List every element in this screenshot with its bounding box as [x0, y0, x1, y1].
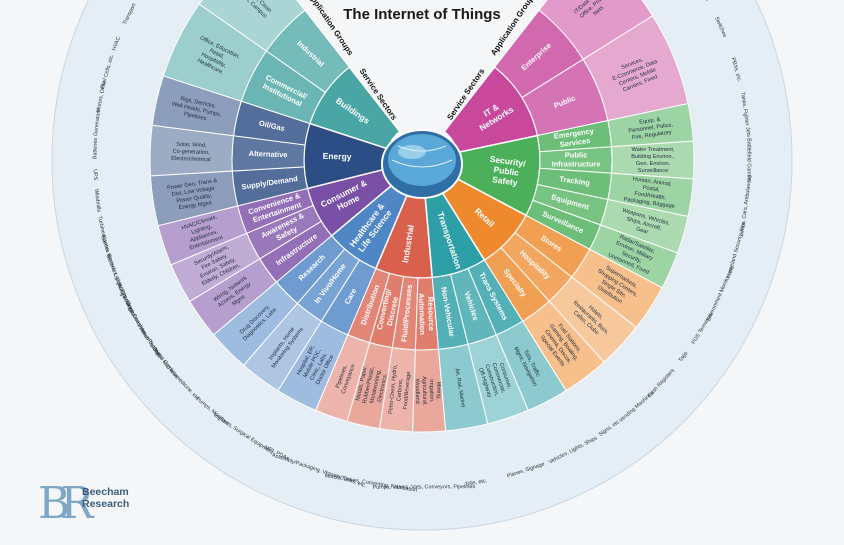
location-transportation-2	[438, 343, 489, 432]
group-label-public-infrastructure-line: Infrastructure	[552, 159, 601, 168]
globe-icon	[381, 129, 463, 199]
device-label-batteries: Batteries	[92, 138, 99, 160]
location-label-energy-0: Power Gen, Trans &Dist, Low VoltagePower…	[167, 178, 218, 211]
device-label-generators: Generators	[93, 109, 102, 137]
device-label-ups-line: UPS	[92, 169, 99, 181]
location-label-industrial-0-line: Woodland	[414, 379, 421, 404]
group-label-public-infrastructure-line: Public	[565, 150, 588, 159]
sector-label-energy: Energy	[322, 151, 351, 162]
device-label-windmills-line: Windmills	[93, 189, 102, 213]
location-retail-2	[521, 300, 605, 392]
device-label-windmills: Windmills	[93, 189, 102, 213]
sector-label-energy-line: Energy	[322, 151, 351, 162]
location-security-4	[589, 224, 679, 289]
location-label-energy-1-line: Solar, Wind,	[176, 142, 207, 149]
device-label-turbines: Turbines	[96, 216, 106, 238]
group-label-resource-automation-line: Automation	[417, 293, 427, 335]
location-energy-2	[151, 75, 242, 137]
location-label-energy-1-line: Co-generation,	[173, 149, 211, 156]
location-label-security-1-line: Water Treatment,	[631, 147, 674, 153]
location-label-industrial-1-line: Carbons,	[396, 378, 404, 402]
location-label-energy-1: Solar, Wind,Co-generation,Electrochemica…	[171, 142, 211, 163]
device-label-generators-line: Generators	[93, 109, 102, 137]
location-industrial-3	[315, 334, 371, 423]
location-label-industrial-0-line: Irrigation,	[428, 379, 435, 403]
group-label-tracking-line: Tracking	[559, 174, 591, 187]
group-label-alternative-line: Alternative	[249, 149, 288, 159]
device-label-battlefield-comms: Battlefield Comms	[746, 138, 752, 182]
sector-label-security-line: Public	[493, 164, 520, 177]
location-label-security-2-line: Food/Health,	[634, 191, 667, 201]
location-label-energy-2-line: Pipelines	[183, 111, 207, 122]
location-label-industrial-1-line: Petro-Chem, Hydro,	[388, 364, 399, 415]
location-healthcare-2	[212, 281, 299, 366]
location-label-energy-0-line: Energy Mgmt	[178, 200, 212, 211]
location-label-energy-0-line: Power Quality,	[176, 193, 213, 204]
location-it-networks-1	[582, 15, 689, 122]
logo-mark: BR	[38, 478, 94, 529]
logo-text: Beecham Research	[82, 486, 129, 510]
location-label-security-0: Equip. &Personnel, Police,Fire, Regulato…	[628, 117, 674, 142]
location-label-security-0-line: Equip. &	[639, 117, 661, 126]
device-label-ups: UPS	[92, 169, 99, 181]
location-label-industrial-0: Mining,Irrigation,Agricultural,Woodland	[414, 376, 442, 406]
location-label-security-3-line: Gear	[635, 226, 649, 235]
device-label-hvac-line: HVAC	[111, 36, 122, 52]
diagram-title: The Internet of Things	[343, 6, 501, 23]
device-label-tolls-etc: Tolls, etc.	[464, 478, 487, 488]
group-label-tracking: Tracking	[559, 174, 591, 187]
location-label-energy-1-line: Electrochemical	[171, 156, 211, 163]
sector-label-security-line: Safety	[492, 174, 519, 187]
beecham-research-logo: BR Beecham Research	[38, 478, 168, 534]
location-label-security-1-line: Surveillance	[638, 168, 668, 174]
location-label-security-1: Water Treatment,Building Environ.,Gen. E…	[631, 147, 675, 174]
logo-line2: Research	[82, 498, 130, 510]
device-label-pumps-valves-vats-conveyors-pipelines-line: Pumps, Valves, Vats, Conveyors, Pipeline…	[373, 484, 476, 491]
location-label-security-1-line: Building Environ.,	[631, 154, 675, 160]
device-label-tags-line: Tags	[678, 350, 690, 363]
location-label-industrial-0-line: Agricultural,	[421, 376, 428, 406]
device-label-batteries-line: Batteries	[92, 138, 99, 160]
device-label-tolls-etc-line: Tolls, etc.	[464, 478, 487, 488]
device-label-battlefield-comms-line: Battlefield Comms	[746, 138, 752, 182]
location-consumer-home-2	[157, 205, 248, 266]
device-label-hvac: HVAC	[111, 36, 122, 52]
device-label-pumps-valves-vats-conveyors-pipelines: Pumps, Valves, Vats, Conveyors, Pipeline…	[373, 484, 476, 491]
location-label-security-2-line: Human, Animal,	[632, 176, 672, 187]
device-label-turbines-line: Turbines	[96, 216, 106, 238]
location-label-security-0-line: Fire, Regulatory	[632, 130, 672, 142]
location-label-security-2-line: Postal,	[642, 185, 660, 193]
group-label-alternative: Alternative	[249, 149, 288, 159]
group-label-emergency-services-line: Services	[559, 136, 591, 149]
logo-line1: Beecham	[82, 486, 129, 498]
device-label-tags: Tags	[678, 350, 690, 363]
location-label-industrial-1-line: Food/Beverage	[403, 371, 413, 410]
location-label-industrial-1: Petro-Chem, Hydro,Carbons,Food/Beverage	[388, 364, 413, 415]
group-label-resource-automation-line: Resource	[426, 297, 436, 331]
location-buildings-1	[198, 0, 306, 52]
location-label-industrial-0-line: Mining,	[435, 382, 441, 401]
location-label-security-1-line: Gen. Environ.	[636, 161, 671, 167]
